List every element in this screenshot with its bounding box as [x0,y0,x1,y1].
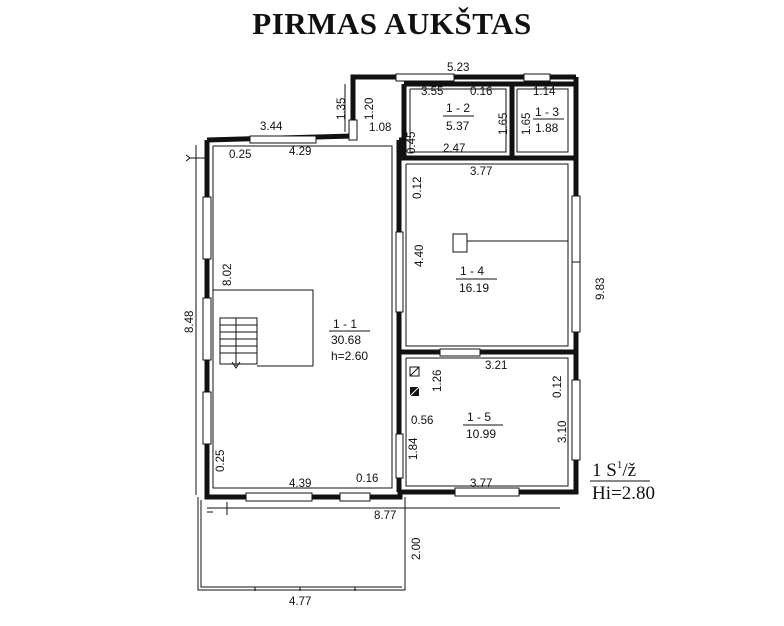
wall-inner-lines [212,88,569,489]
legend-line1: 1 S1/ž [592,459,636,481]
room-area: 5.37 [446,119,470,133]
room-height: h=2.60 [331,349,368,363]
room-1-1-label: 1 - 1 30.68 h=2.60 [329,317,370,363]
room-1-3-label: 1 - 3 1.88 [533,105,564,135]
dim-0-16-bottom: 0.16 [356,473,378,485]
chimney-icon [409,386,420,397]
dim-8-02: 8.02 [222,264,234,286]
dim-1-26: 1.26 [432,370,444,392]
dim-0-45: 0.45 [406,132,418,154]
dim-0-56: 0.56 [411,415,433,427]
dim-1-20: 1.20 [364,98,376,120]
dim-3-55: 3.55 [421,86,443,98]
dim-9-83: 9.83 [595,278,607,300]
dim-5-23: 5.23 [447,62,469,74]
dim-4-77: 4.77 [289,596,311,608]
dim-0-25-bottom: 0.25 [215,450,227,472]
terrace [197,497,406,591]
dim-1-14: 1.14 [533,86,556,98]
dim-3-21: 3.21 [485,360,507,372]
stove-icon [452,233,568,253]
room-id: 1 - 2 [446,101,470,115]
dim-8-77: 8.77 [374,510,396,522]
room-1-4-label: 1 - 4 16.19 [456,264,497,295]
dim-1-84: 1.84 [408,437,420,460]
room-area: 30.68 [331,333,361,347]
room-1-2-label: 1 - 2 5.37 [443,101,474,133]
dim-1-08: 1.08 [369,122,391,134]
dimension-lines [185,84,560,515]
windows [202,73,581,502]
dim-4-29: 4.29 [289,146,311,158]
room-area: 16.19 [459,281,489,295]
vent-icon [409,366,420,377]
room-area: 10.99 [466,427,496,441]
dim-0-12-a: 0.12 [412,177,424,199]
room-id: 1 - 5 [467,410,491,424]
room-id: 1 - 4 [460,264,484,278]
dim-8-48: 8.48 [184,311,196,333]
dim-4-39: 4.39 [289,478,311,490]
legend-line2: Hi=2.80 [592,483,655,504]
dim-0-25-top: 0.25 [229,149,251,161]
dim-0-12-b: 0.12 [552,376,564,398]
plan-title: PIRMAS AUKŠTAS [252,6,532,41]
room-id: 1 - 3 [535,105,559,119]
dim-0-16-top: 0.16 [470,86,492,98]
dim-2-47: 2.47 [443,143,465,155]
dim-4-40: 4.40 [414,245,426,267]
dim-3-77-top: 3.77 [470,166,492,178]
dim-3-77-bottom: 3.77 [470,478,492,490]
dim-1-35: 1.35 [336,98,348,120]
room-1-5-label: 1 - 5 10.99 [463,410,503,441]
dim-2-00: 2.00 [411,538,423,560]
dim-3-44: 3.44 [260,121,283,133]
room-area: 1.88 [535,121,559,135]
stair-icon [213,289,314,369]
room-id: 1 - 1 [333,317,357,331]
dim-3-10: 3.10 [557,421,569,443]
dim-1-65-a: 1.65 [498,113,510,135]
floor-legend: 1 S1/ž Hi=2.80 [590,459,655,504]
dim-1-65-b: 1.65 [521,113,533,135]
